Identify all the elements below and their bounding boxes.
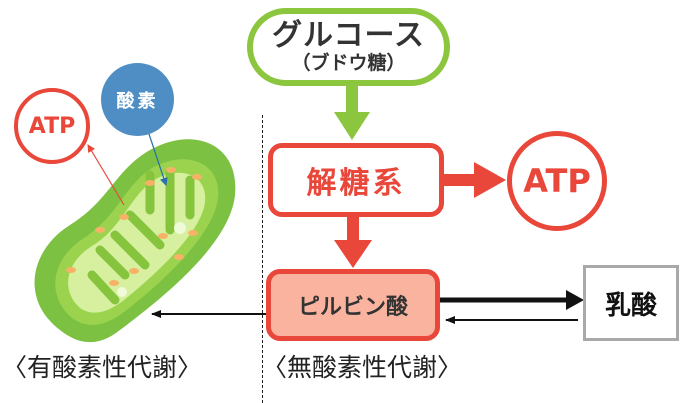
pyruvate-node: ピルビン酸	[266, 269, 440, 341]
aerobic-metabolism-label: 〈有酸素性代謝〉	[2, 353, 203, 382]
atp-release-arrow	[87, 144, 125, 206]
glycolysis-label: 解糖系	[306, 166, 406, 201]
glucose-title: グルコース	[272, 18, 425, 53]
glycolysis-to-pyruvate-arrow	[334, 217, 372, 268]
oxygen-intake-arrow	[146, 127, 168, 186]
mitochondria-atp-node: ATP	[14, 88, 90, 164]
oxygen-node: 酸素	[101, 63, 174, 136]
glycolysis-node: 解糖系	[268, 143, 444, 217]
glycolysis-to-atp-arrow	[444, 162, 506, 198]
mitochondria-atp-label: ATP	[28, 113, 76, 139]
glucose-to-glycolysis-arrow	[334, 86, 370, 140]
atp-output-label: ATP	[523, 162, 591, 200]
glucose-node: グルコース （ブドウ糖）	[247, 8, 450, 86]
lactic-acid-node: 乳酸	[583, 265, 679, 341]
lactic-acid-label: 乳酸	[604, 290, 657, 321]
oxygen-label: 酸素	[116, 90, 159, 112]
pyruvate-to-lactic-arrowhead	[566, 290, 584, 310]
pyruvate-label: ピルビン酸	[297, 295, 408, 320]
glucose-subtitle: （ブドウ糖）	[291, 52, 406, 74]
mitochondria-illustration	[34, 139, 236, 343]
section-divider	[262, 115, 263, 403]
atp-output-node: ATP	[507, 131, 607, 231]
anaerobic-metabolism-label: 〈無酸素性代謝〉	[262, 353, 463, 382]
